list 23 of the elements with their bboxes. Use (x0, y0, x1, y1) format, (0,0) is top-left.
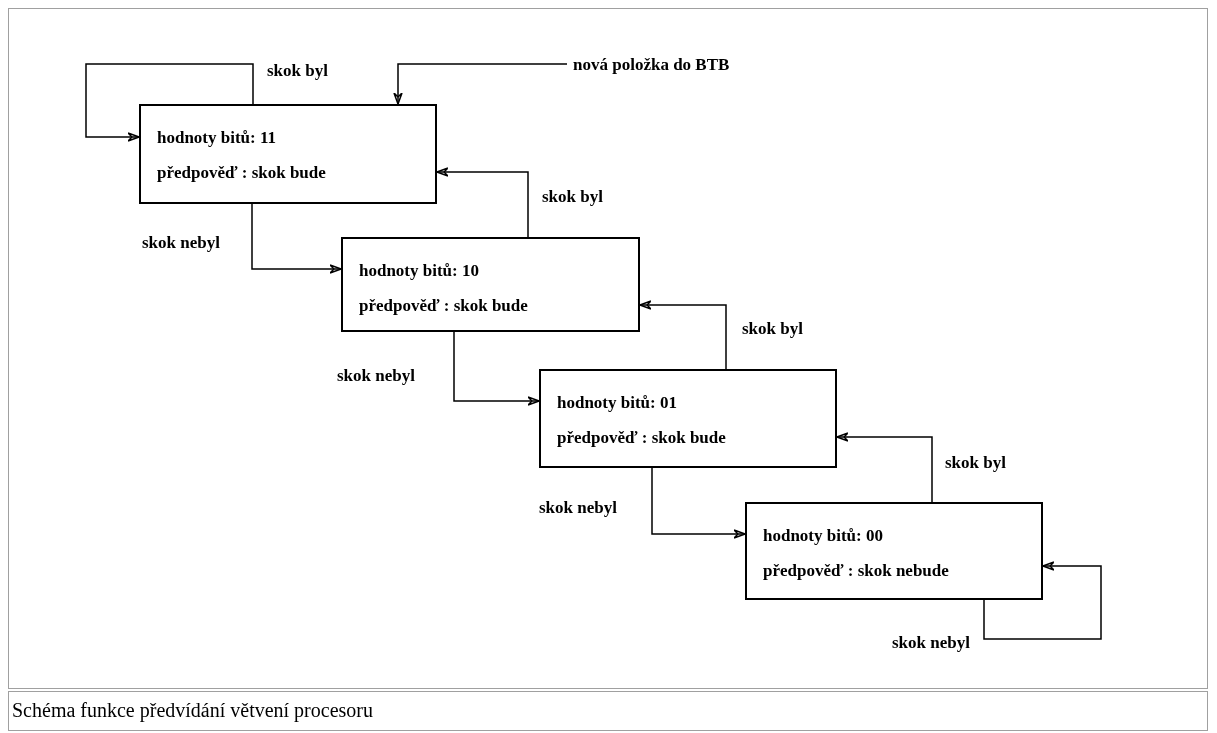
note-text: nová položka do BTB (573, 54, 731, 76)
state-text: hodnoty bitů: 00 (763, 525, 884, 547)
arrow (251, 203, 342, 274)
state-text: předpověď : skok bude (359, 295, 529, 317)
arrow (836, 432, 933, 503)
state-text: hodnoty bitů: 11 (157, 127, 278, 149)
arrow (639, 300, 727, 370)
arrow (436, 167, 529, 238)
state-text: hodnoty bitů: 01 (557, 392, 678, 414)
state-text: předpověď : skok bude (557, 427, 727, 449)
state-text: předpověď : skok nebude (763, 560, 950, 582)
state-box (341, 237, 640, 332)
state-text: předpověď : skok bude (157, 162, 327, 184)
arrow (983, 561, 1102, 640)
arrow (651, 467, 746, 539)
state-text: hodnoty bitů: 10 (359, 260, 480, 282)
caption: Schéma funkce předvídání větvení procesoru (12, 699, 373, 722)
state-box (745, 502, 1043, 600)
arrow (85, 63, 254, 142)
state-box (539, 369, 837, 468)
state-box (139, 104, 437, 204)
arrow (453, 331, 540, 406)
arrow (393, 63, 568, 105)
